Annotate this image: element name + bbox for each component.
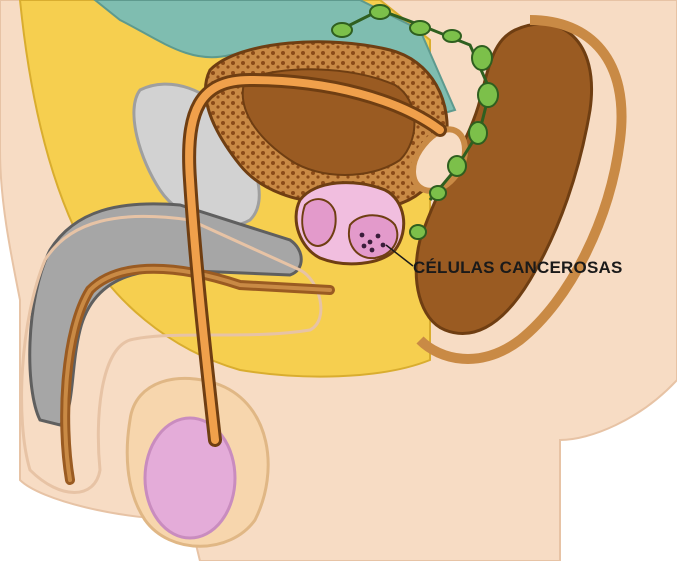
prostate-lobe (302, 199, 335, 246)
cancer-cells-label: CÉLULAS CANCEROSAS (413, 258, 623, 278)
